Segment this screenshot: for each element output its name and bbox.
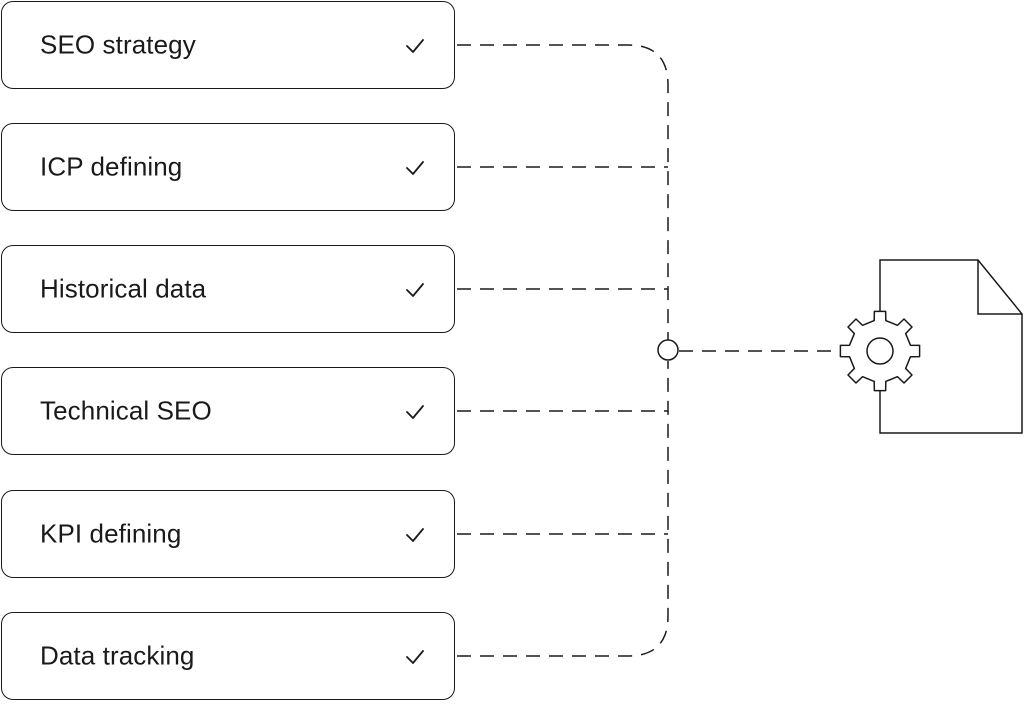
connector-seo-strategy <box>457 44 669 340</box>
step-label: Historical data <box>40 273 207 304</box>
step-label: SEO strategy <box>40 29 196 60</box>
junction-node <box>657 339 679 361</box>
check-icon <box>406 39 424 53</box>
step-card-technical-seo: Technical SEO <box>1 367 455 455</box>
document-fold <box>977 260 1022 315</box>
step-label: KPI defining <box>40 518 182 549</box>
step-label: ICP defining <box>40 151 183 182</box>
step-card-historical-data: Historical data <box>1 245 455 333</box>
check-icon <box>406 528 424 542</box>
check-icon <box>406 650 424 664</box>
document-gear-icon <box>839 259 1023 434</box>
check-icon <box>406 283 424 297</box>
step-card-kpi-defining: KPI defining <box>1 490 455 578</box>
step-card-seo-strategy: SEO strategy <box>1 1 455 89</box>
check-icon <box>406 405 424 419</box>
connector-data-tracking <box>457 361 669 657</box>
step-card-icp-defining: ICP defining <box>1 123 455 211</box>
step-label: Technical SEO <box>40 395 212 426</box>
gear-hub <box>866 337 894 365</box>
step-card-data-tracking: Data tracking <box>1 612 455 700</box>
check-icon <box>406 161 424 175</box>
step-label: Data tracking <box>40 640 195 671</box>
